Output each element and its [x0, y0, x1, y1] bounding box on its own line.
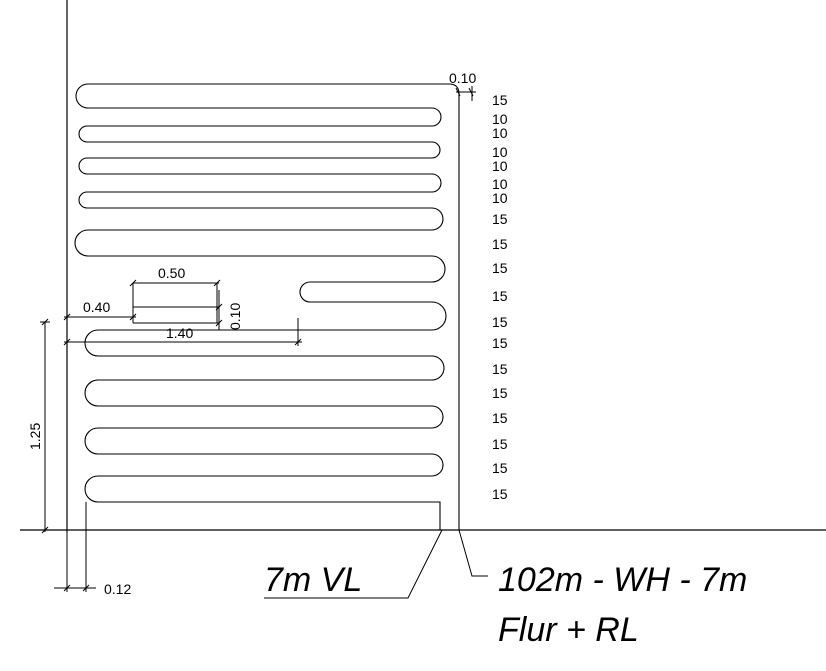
dim-pipe-width: 0.50: [129, 265, 221, 323]
spacing-label: 15: [492, 486, 508, 502]
spacing-label: 10: [492, 144, 508, 160]
spacing-label: 10: [492, 125, 508, 141]
heating-pipe-meander: [74, 83, 460, 530]
spacing-label: 15: [492, 236, 508, 252]
spacing-label: 15: [492, 314, 508, 330]
spacing-label: 15: [492, 211, 508, 227]
dim-pipe-spacing-label: 0.10: [227, 303, 243, 330]
dim-bottom-offset: 0.12: [54, 502, 131, 597]
spacing-label: 15: [492, 460, 508, 476]
dim-pipe-spacing: 0.10: [133, 290, 243, 330]
dim-loop-length: 1.40: [63, 318, 302, 346]
supply-label: 7m VL: [264, 561, 362, 599]
spacing-label: 15: [492, 92, 508, 108]
supply-leader-line: [264, 529, 443, 599]
spacing-label: 15: [492, 260, 508, 276]
spacing-labels: 15 10 10 10 10 10 10 15 15 15 15 15 15 1…: [492, 92, 508, 502]
circuit-leader-line: [458, 529, 488, 577]
dim-pipe-width-label: 0.50: [158, 265, 185, 281]
spacing-label: 15: [492, 335, 508, 351]
spacing-label: 10: [492, 176, 508, 192]
spacing-label: 15: [492, 436, 508, 452]
dim-height: 1.25: [27, 318, 50, 534]
dim-bottom-offset-label: 0.12: [104, 581, 131, 597]
spacing-label: 10: [492, 190, 508, 206]
dim-edge-offset: 0.40: [63, 299, 137, 321]
dim-edge-offset-label: 0.40: [83, 299, 110, 315]
dim-top-gap: 0.10: [449, 70, 476, 101]
dim-height-label: 1.25: [27, 423, 43, 450]
dim-loop-length-label: 1.40: [166, 325, 193, 341]
spacing-label: 15: [492, 385, 508, 401]
spacing-label: 15: [492, 410, 508, 426]
circuit-label-line2: Flur + RL: [498, 611, 639, 649]
circuit-label-line1: 102m - WH - 7m: [498, 561, 747, 599]
spacing-label: 10: [492, 111, 508, 127]
spacing-label: 15: [492, 288, 508, 304]
spacing-label: 15: [492, 361, 508, 377]
dim-top-gap-label: 0.10: [449, 70, 476, 86]
spacing-label: 10: [492, 158, 508, 174]
